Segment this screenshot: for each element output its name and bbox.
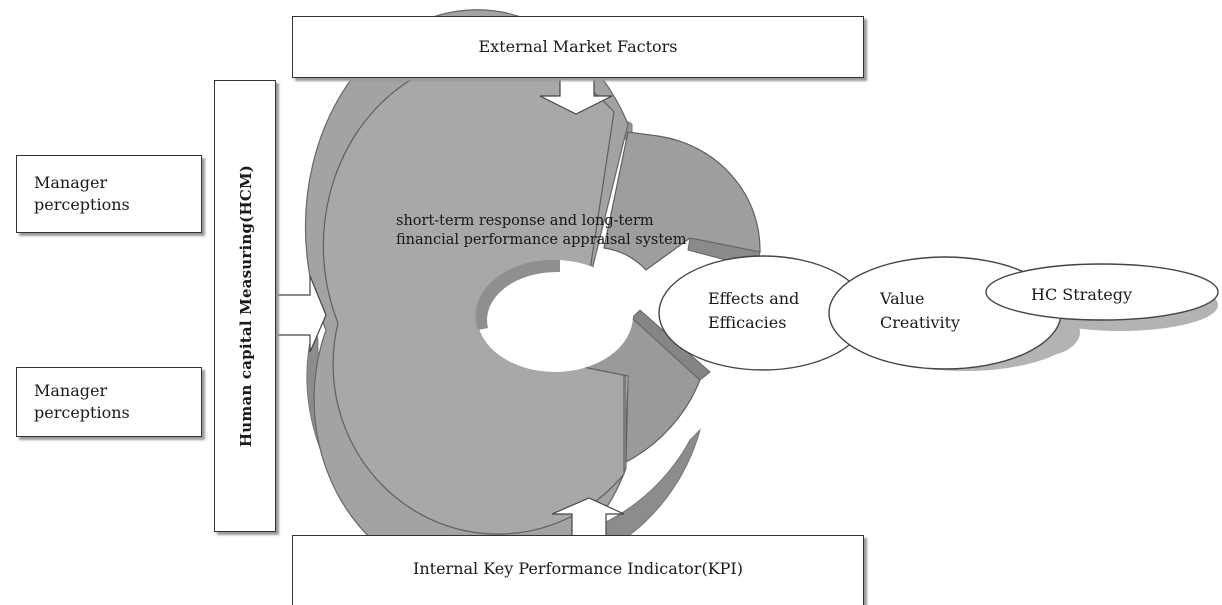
- hc-strategy-label: HC Strategy: [1031, 285, 1133, 304]
- hcm-label: Human capital Measuring(HCM): [237, 164, 255, 448]
- ellipse-hc: [985, 263, 1219, 321]
- up-arrow: [551, 497, 625, 535]
- ring-hole-edge: [475, 259, 560, 330]
- value-creativity-label: Value Creativity: [880, 289, 961, 332]
- ring-hole: [477, 260, 633, 372]
- manager-perceptions-box-top: Manager perceptions: [16, 155, 202, 233]
- manager-perceptions-label-top: Manager perceptions: [34, 173, 130, 214]
- external-market-factors-box: External Market Factors: [292, 16, 864, 78]
- internal-kpi-box: Internal Key Performance Indicator(KPI): [292, 535, 864, 605]
- manager-perceptions-box-bottom: Manager perceptions: [16, 367, 202, 437]
- ring-segment-lower-edge: [631, 309, 711, 381]
- right-arrow: [276, 275, 327, 353]
- ring-segment-upper: [603, 131, 761, 271]
- manager-perceptions-label-bottom: Manager perceptions: [34, 381, 130, 422]
- down-arrow: [539, 79, 613, 115]
- external-market-factors-label: External Market Factors: [478, 37, 678, 56]
- hcm-box: Human capital Measuring(HCM): [214, 80, 276, 532]
- appraisal-system-label: short-term response and long-term financ…: [396, 213, 687, 248]
- effects-and-efficacies-label: Effects and Efficacies: [708, 289, 800, 332]
- internal-kpi-label: Internal Key Performance Indicator(KPI): [413, 559, 743, 578]
